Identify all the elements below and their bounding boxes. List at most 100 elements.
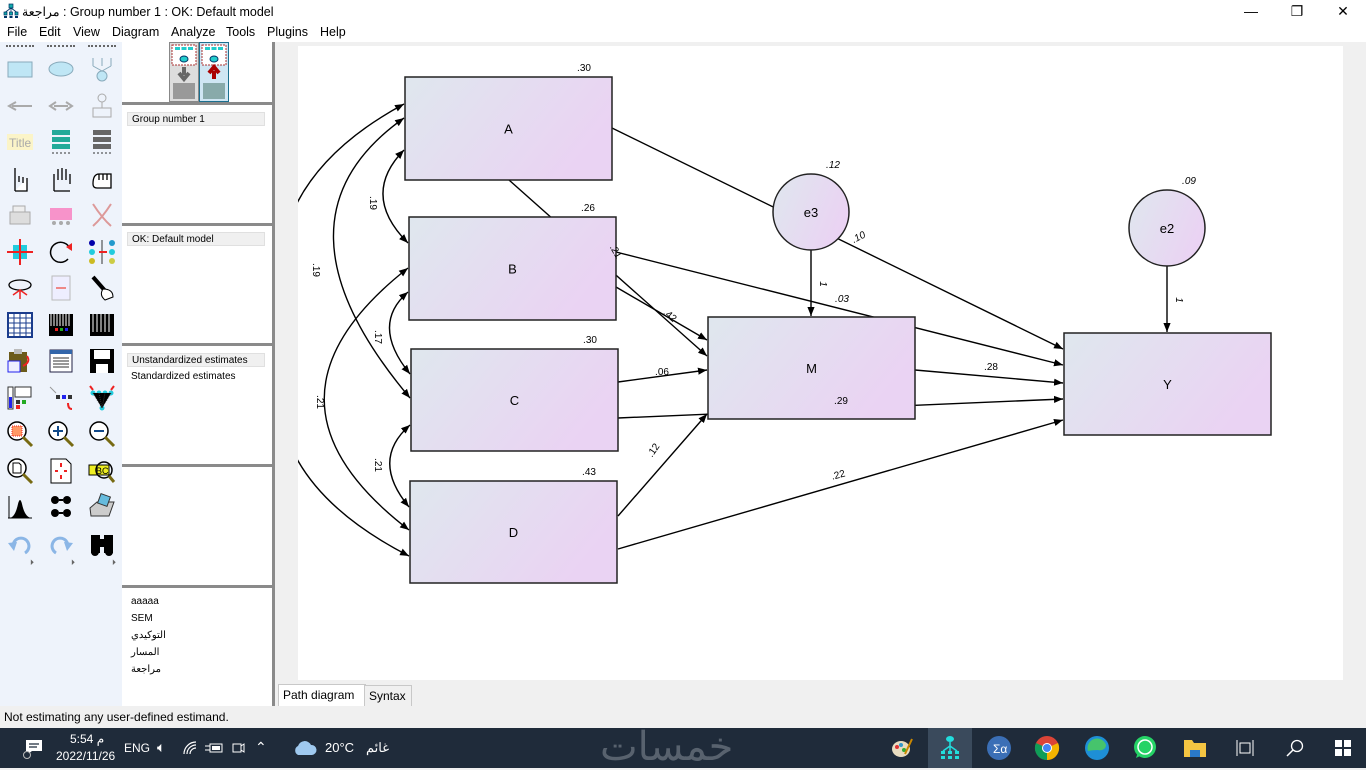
resize-diagram-to-fit-tool-button[interactable] (46, 456, 76, 486)
path-C-to-M[interactable] (617, 367, 708, 383)
draw-latent-indicator-tool-button[interactable] (87, 54, 117, 84)
rotate-indicators-tool-button[interactable] (46, 237, 76, 267)
zoom-out-tool-button[interactable] (87, 419, 117, 449)
deselect-all-objects-tool-button[interactable] (87, 164, 117, 194)
pane-splitter[interactable] (122, 102, 274, 105)
observed-variable-B[interactable] (408, 216, 617, 321)
vertical-splitter[interactable] (272, 42, 275, 706)
minimize-button[interactable]: — (1228, 0, 1274, 23)
taskbar-app-edge[interactable] (1078, 728, 1116, 768)
covariance-B-C[interactable] (388, 291, 411, 375)
undo-tool-button[interactable] (5, 529, 35, 559)
view-input-diagram-button[interactable] (169, 42, 199, 102)
taskbar-app-paint[interactable] (884, 728, 920, 768)
search-button[interactable] (1278, 728, 1312, 768)
draw-path-tool-button[interactable] (5, 91, 35, 121)
close-button[interactable]: ✕ (1320, 0, 1366, 23)
menu-view[interactable]: View (73, 25, 100, 39)
select-all-objects-tool-button[interactable] (46, 164, 76, 194)
analysis-properties-tool-button[interactable] (46, 310, 76, 340)
covariance-B-D[interactable] (323, 267, 410, 531)
pane-splitter[interactable] (122, 343, 274, 346)
group-item[interactable]: Group number 1 (127, 112, 265, 126)
select-data-files-tool-button[interactable] (5, 310, 35, 340)
taskbar-app-file-explorer[interactable] (1176, 728, 1214, 768)
menu-file[interactable]: File (7, 25, 28, 39)
figure-caption-tool-button[interactable]: Title (5, 127, 35, 157)
file-item[interactable]: التوكيدي (131, 630, 166, 641)
weather-temperature[interactable]: 20°C (325, 740, 355, 755)
multiple-group-analysis-tool-button[interactable] (46, 492, 76, 522)
add-unique-variable-tool-button[interactable] (87, 91, 117, 121)
calculate-estimates-tool-button[interactable] (87, 310, 117, 340)
change-shape-tool-button[interactable] (5, 237, 35, 267)
covariance-A-C[interactable] (332, 117, 411, 399)
observed-variable-C[interactable] (410, 348, 619, 452)
menu-tools[interactable]: Tools (226, 25, 256, 39)
weather-description[interactable]: غائم (366, 740, 390, 755)
covariance-A-B[interactable] (382, 149, 409, 244)
restore-button[interactable]: ❐ (1274, 0, 1320, 23)
battery-icon[interactable] (205, 741, 223, 755)
file-item[interactable]: المسار (131, 647, 160, 658)
bayesian-estimation-tool-button[interactable] (5, 492, 35, 522)
preserve-symmetries-tool-button[interactable] (87, 383, 117, 413)
draw-unobserved-variable-tool-button[interactable] (46, 54, 76, 84)
select-one-object-tool-button[interactable] (5, 164, 35, 194)
file-item[interactable]: مراجعة (131, 664, 162, 675)
camera-icon[interactable] (231, 740, 245, 756)
menu-diagram[interactable]: Diagram (112, 25, 160, 39)
reflect-indicators-tool-button[interactable] (87, 237, 117, 267)
path-D-to-Y[interactable] (617, 419, 1064, 550)
pane-splitter[interactable] (122, 223, 274, 226)
draw-observed-variable-tool-button[interactable] (5, 54, 35, 84)
toolbar-expand-icon[interactable]: ⏵ (71, 558, 75, 567)
pane-splitter[interactable] (122, 464, 274, 467)
path-B-to-M[interactable] (615, 286, 708, 341)
view-text-output-tool-button[interactable] (46, 346, 76, 376)
toolbar-expand-icon[interactable]: ⏵ (30, 558, 34, 567)
specification-search-tool-button[interactable] (87, 529, 117, 559)
wifi-icon[interactable] (183, 741, 197, 755)
magnifier-tool-button[interactable]: BC (87, 456, 117, 486)
covariance-A-D[interactable] (281, 104, 409, 556)
pane-splitter[interactable] (122, 585, 274, 588)
estimates-standardized[interactable]: Standardized estimates (131, 371, 236, 382)
model-item[interactable]: OK: Default model (127, 232, 265, 246)
toolbar-expand-icon[interactable]: ⏵ (112, 558, 116, 567)
covariance-C-D[interactable] (389, 424, 411, 508)
path-M-to-Y[interactable] (914, 369, 1064, 386)
show-whole-page-tool-button[interactable] (5, 456, 35, 486)
touch-up-variable-tool-button[interactable] (87, 273, 117, 303)
view-output-diagram-button[interactable] (199, 42, 229, 102)
tab-path-diagram[interactable]: Path diagram (278, 684, 366, 708)
taskbar-app-whatsapp[interactable] (1126, 728, 1164, 768)
observed-variable-Y[interactable] (1063, 332, 1272, 436)
error-variable-e2[interactable] (1128, 189, 1206, 267)
language-indicator[interactable]: ENG (124, 741, 151, 755)
object-properties-tool-button[interactable] (5, 383, 35, 413)
volume-icon[interactable]: 🔈︎ (157, 739, 166, 755)
error-variable-e3[interactable] (772, 173, 850, 251)
menu-help[interactable]: Help (320, 25, 346, 39)
menu-plugins[interactable]: Plugins (267, 25, 308, 39)
draw-covariance-tool-button[interactable] (46, 91, 76, 121)
move-objects-tool-button[interactable] (46, 200, 76, 230)
redo-tool-button[interactable] (46, 529, 76, 559)
list-variables-in-model-tool-button[interactable] (46, 127, 76, 157)
task-view-button[interactable] (1228, 728, 1262, 768)
print-diagram-tool-button[interactable] (87, 492, 117, 522)
taskbar-app-amos[interactable] (928, 728, 972, 768)
drag-properties-tool-button[interactable] (46, 383, 76, 413)
erase-objects-tool-button[interactable] (87, 200, 117, 230)
clock-date[interactable]: 2022/11/26 (56, 749, 116, 763)
taskbar-app-spss[interactable]: Σα (980, 728, 1018, 768)
copy-to-clipboard-tool-button[interactable] (5, 346, 35, 376)
estimates-unstandardized[interactable]: Unstandardized estimates (127, 353, 265, 367)
duplicate-objects-tool-button[interactable] (5, 200, 35, 230)
save-diagram-tool-button[interactable] (87, 346, 117, 376)
menu-analyze[interactable]: Analyze (171, 25, 216, 39)
observed-variable-D[interactable] (409, 480, 618, 584)
path-B-to-Y[interactable] (615, 251, 1064, 367)
